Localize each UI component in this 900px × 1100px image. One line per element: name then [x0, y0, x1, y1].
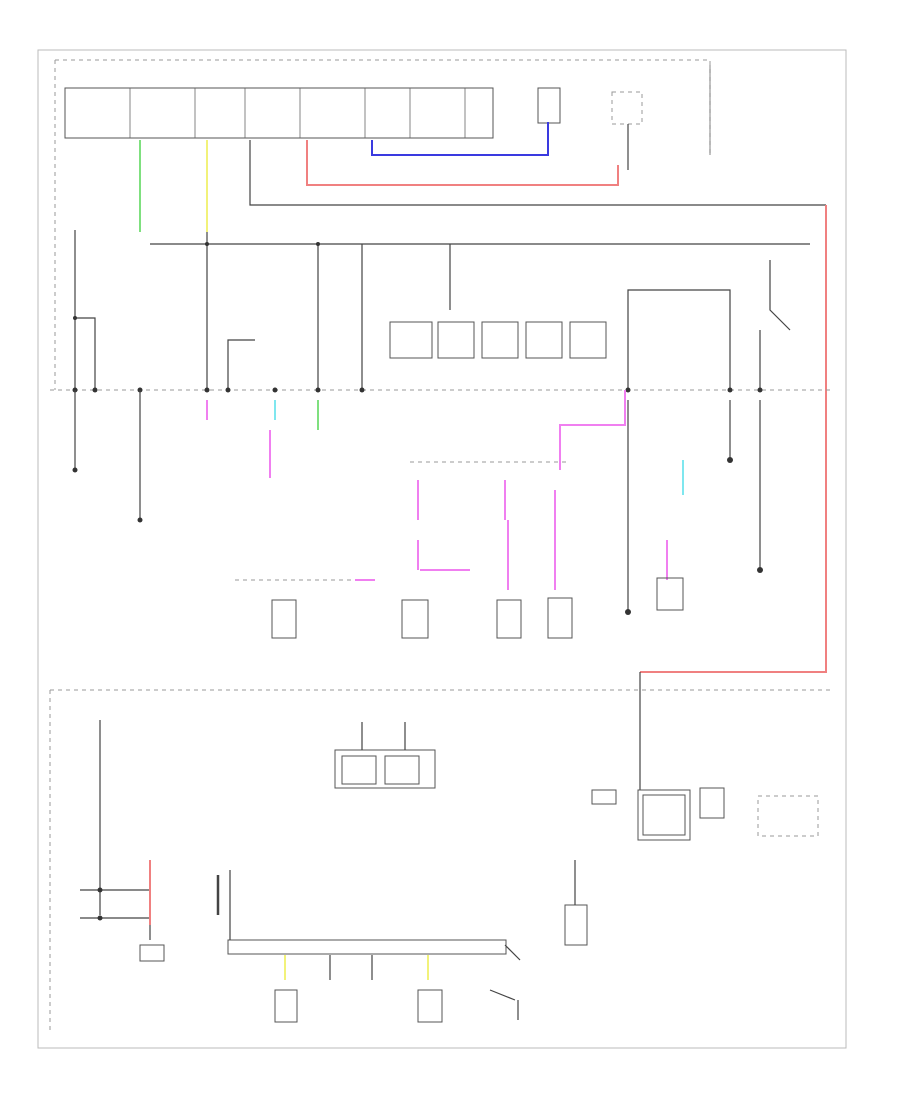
lower-components	[139, 944, 443, 1023]
connector-line-2	[49, 689, 830, 1030]
wire-blue	[371, 122, 549, 156]
right-lower-components	[564, 787, 819, 946]
bus-drops	[206, 232, 451, 390]
lower-left-nodes	[97, 887, 103, 921]
connector-nodes	[72, 242, 763, 393]
top-fuse-box-outline	[54, 59, 711, 390]
wire-lower-cluster	[80, 860, 151, 940]
relay-box-2	[611, 91, 643, 125]
relay-box-1	[537, 87, 561, 124]
component-row	[389, 321, 607, 359]
wire-red-right	[640, 205, 827, 673]
fuse-panel-dividers	[129, 88, 466, 138]
wire-right-relay-2	[759, 260, 791, 390]
wire-short-branch	[227, 339, 255, 390]
wire-pink-right	[559, 390, 626, 470]
wire-red-top	[306, 140, 619, 186]
switch-bottom-right	[489, 989, 519, 1020]
lower-bus	[227, 939, 507, 955]
wire-right-relay	[627, 289, 731, 390]
diagram-border	[37, 49, 847, 1049]
wire-left-branch	[75, 317, 96, 390]
middle-components	[271, 577, 684, 639]
ground-points	[72, 457, 763, 615]
lower-bus-drops	[216, 870, 521, 980]
middle-bus-drops	[417, 480, 556, 590]
meter-box	[334, 722, 436, 789]
wire-main-feed	[249, 140, 826, 206]
fuse-panel	[64, 87, 494, 139]
